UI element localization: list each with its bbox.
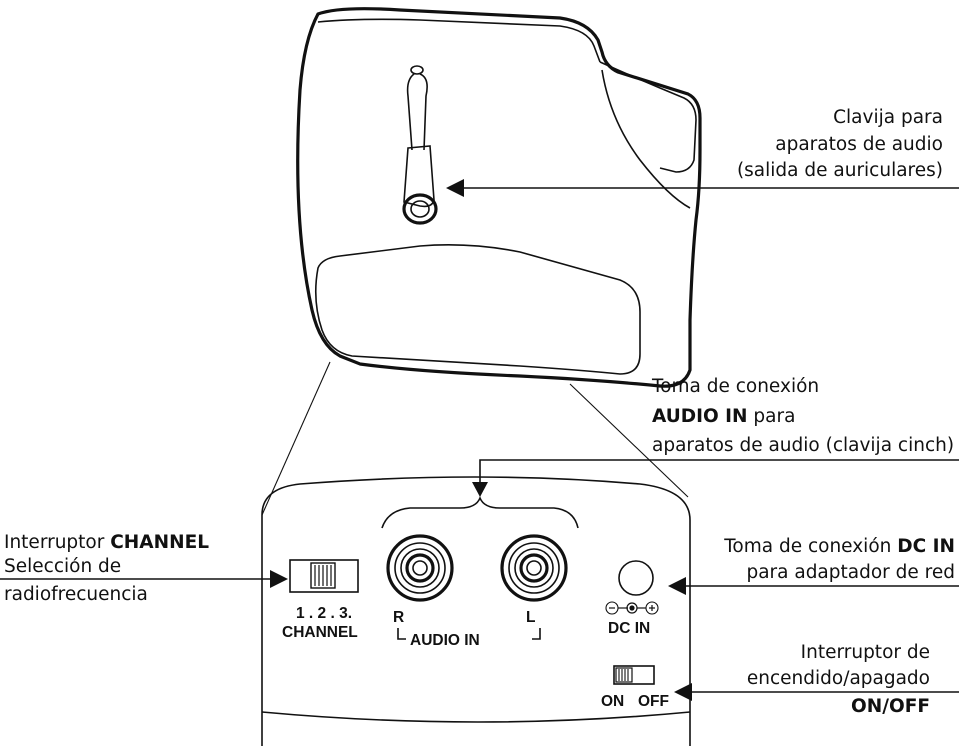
arrow-channel [0, 570, 288, 588]
jack-r-label: R [393, 609, 404, 626]
svg-text:Selección de: Selección de [4, 556, 121, 577]
svg-text:aparatos de audio: aparatos de audio [775, 134, 943, 155]
svg-text:encendido/apagado: encendido/apagado [747, 668, 930, 689]
svg-text:Interruptor de: Interruptor de [801, 642, 930, 663]
svg-text:Interruptor CHANNEL: Interruptor CHANNEL [4, 532, 209, 553]
device-side-crease [601, 69, 691, 209]
panel-outline [261, 476, 691, 746]
perspective-line-right [569, 383, 689, 498]
audio-in-label: AUDIO IN [410, 632, 480, 649]
svg-text:ON/OFF: ON/OFF [851, 696, 930, 717]
arrow-headphone [446, 179, 959, 197]
dc-polarity-icon [605, 601, 659, 615]
svg-text:aparatos de audio (clavija cin: aparatos de audio (clavija cinch) [652, 435, 954, 456]
svg-text:radiofrecuencia: radiofrecuencia [4, 584, 148, 605]
svg-text:Toma de conexión: Toma de conexión [651, 376, 819, 397]
connector-panel: 1 . 2 . 3. CHANNEL R L AUDIO IN [261, 476, 691, 746]
device-body [296, 7, 702, 388]
dc-in-label: DC IN [608, 620, 650, 637]
callout-dc-in: Toma de conexión DC IN para adaptador de… [723, 536, 955, 583]
dc-in-jack[interactable] [618, 560, 654, 596]
headphone-jack [402, 193, 438, 225]
off-label: OFF [638, 693, 669, 710]
svg-text:AUDIO IN para: AUDIO IN para [652, 406, 795, 427]
svg-text:Toma de conexión DC IN: Toma de conexión DC IN [723, 536, 955, 557]
arrow-audio-in [472, 459, 959, 497]
perspective-line-left [261, 361, 331, 516]
audio-jack-l[interactable] [500, 534, 568, 602]
channel-switch[interactable] [289, 559, 359, 593]
device-handle-edge [599, 61, 697, 173]
channel-label: CHANNEL [282, 624, 358, 641]
arrow-dc-in [668, 577, 959, 595]
audio-in-bracket [381, 495, 579, 529]
callout-channel: Interruptor CHANNEL Selección de radiofr… [4, 532, 209, 605]
svg-text:para adaptador de red: para adaptador de red [746, 562, 955, 583]
panel-bottom-curve [261, 711, 691, 723]
power-switch-knob [615, 667, 633, 683]
on-label: ON [601, 693, 624, 710]
device-top-edge [317, 18, 601, 63]
audio-in-bracket-left [397, 628, 406, 640]
power-switch[interactable] [613, 665, 655, 685]
audio-jack-r[interactable] [386, 534, 454, 602]
arrow-power [674, 683, 959, 701]
device-lower-panel [314, 244, 641, 375]
svg-text:Clavija para: Clavija para [833, 107, 943, 128]
callout-headphone: Clavija para aparatos de audio (salida d… [737, 107, 943, 181]
cable-entry [410, 65, 424, 75]
callout-audio-in: Toma de conexión AUDIO IN para aparatos … [651, 376, 954, 456]
headphone-cable [406, 73, 415, 151]
audio-in-bracket-right [532, 628, 541, 640]
jack-l-label: L [526, 609, 535, 626]
svg-text:(salida de auriculares): (salida de auriculares) [737, 160, 943, 181]
channel-switch-knob [310, 562, 336, 589]
callout-power: Interruptor de encendido/apagado ON/OFF [747, 642, 930, 717]
channel-numbers: 1 . 2 . 3. [296, 605, 352, 622]
device-outline [296, 7, 702, 388]
headphone-cable-2 [419, 73, 428, 151]
